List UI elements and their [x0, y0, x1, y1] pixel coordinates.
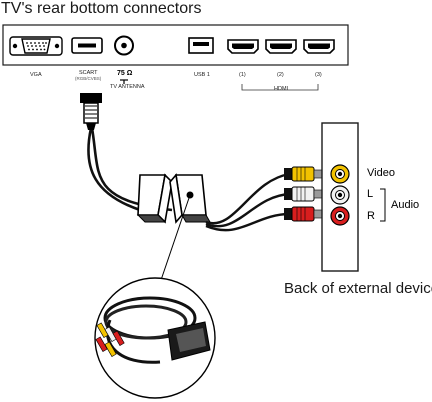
- rca-plug-white: [284, 186, 325, 202]
- antenna-symbol: [120, 79, 128, 84]
- scart-adapter-right: [169, 173, 211, 224]
- antenna-port: [114, 35, 134, 56]
- video-cable: [205, 172, 291, 225]
- zoom-pointer: [159, 194, 191, 284]
- hdmi-2-label: (2): [277, 72, 284, 78]
- scart-cable: [87, 127, 141, 212]
- hdmi-1-label: (1): [239, 72, 246, 78]
- audio-right-cable: [205, 212, 291, 232]
- scart-label: SCART: [79, 70, 98, 76]
- vga-port: [9, 36, 63, 56]
- usb-label: USB 1: [194, 72, 210, 78]
- scart-plug: [80, 93, 102, 130]
- rca-plug-red: [284, 206, 325, 222]
- audio-left-jack: [330, 185, 350, 205]
- antenna-label: TV ANTENNA: [110, 84, 145, 90]
- hdmi-bracket: [241, 84, 319, 91]
- hdmi-label: HDMI: [274, 86, 289, 92]
- audio-label: Audio: [391, 199, 420, 211]
- audio-bracket: [380, 188, 386, 222]
- usb-port: [188, 37, 214, 54]
- cable-photo-zoom: [94, 277, 216, 399]
- antenna-ohm-label: 75 Ω: [117, 70, 133, 77]
- left-label: L: [367, 188, 374, 200]
- audio-left-cable: [205, 192, 291, 228]
- scart-adapter-left: [136, 173, 173, 224]
- hdmi-port-3: [303, 39, 335, 54]
- video-jack: [330, 164, 350, 184]
- right-label: R: [367, 210, 375, 222]
- hdmi-port-2: [265, 39, 297, 54]
- hdmi-3-label: (3): [315, 72, 322, 78]
- scart-port: [71, 37, 103, 54]
- page-title: TV's rear bottom connectors: [1, 0, 202, 17]
- audio-right-jack: [330, 206, 350, 226]
- scart-sublabel: (RGB/CVBS): [75, 76, 102, 81]
- vga-label: VGA: [30, 72, 42, 78]
- video-label: Video: [367, 167, 395, 179]
- rca-plug-yellow: [284, 166, 325, 182]
- device-caption: Back of external device: [284, 280, 432, 297]
- hdmi-port-1: [227, 39, 259, 54]
